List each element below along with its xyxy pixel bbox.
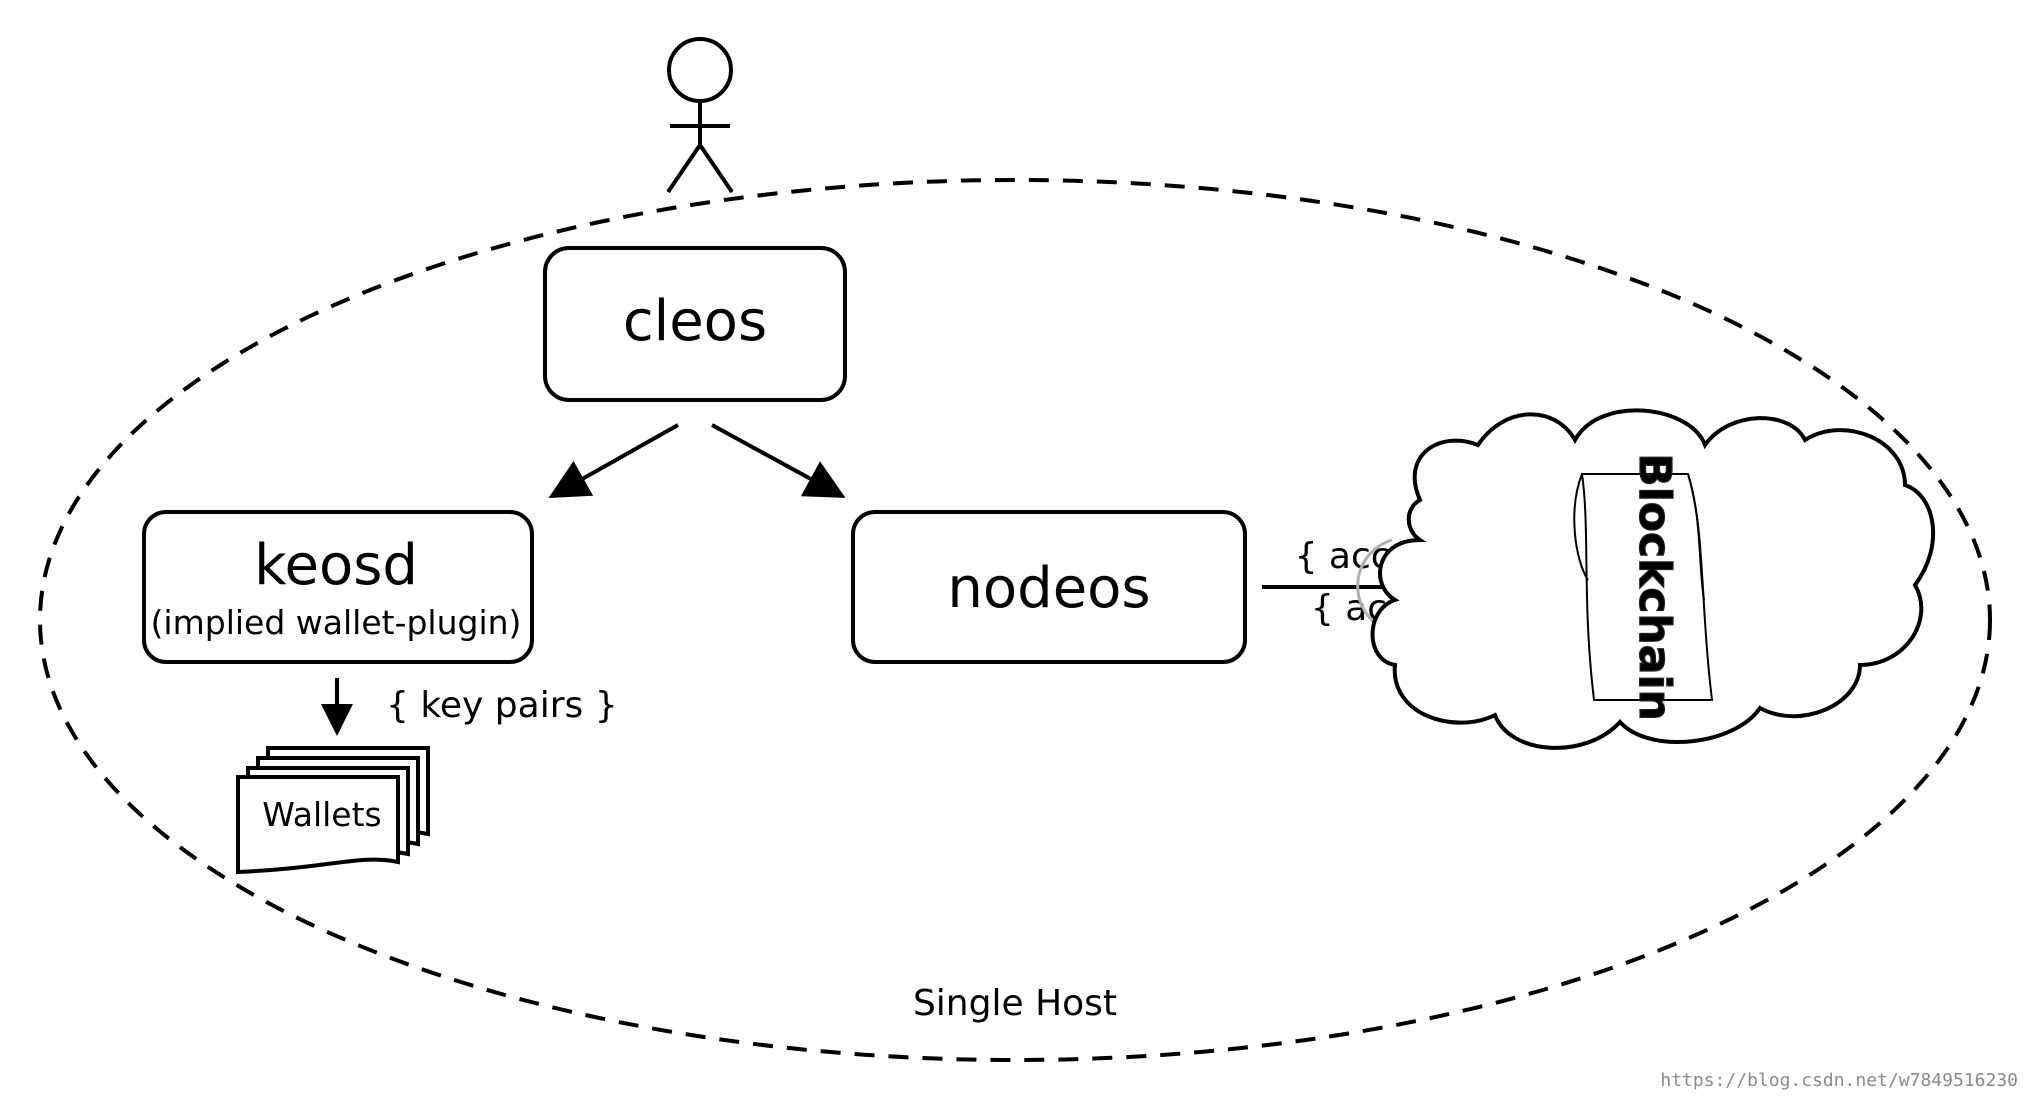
blockchain-label: Blockchain xyxy=(1629,453,1680,721)
single-host-label: Single Host xyxy=(913,983,1117,1024)
nodeos-label: nodeos xyxy=(947,556,1150,621)
cleos-box[interactable]: cleos xyxy=(543,246,847,402)
keosd-sublabel: (implied wallet-plugin) xyxy=(151,603,522,642)
cleos-to-keosd-arrow xyxy=(548,423,679,498)
cleos-to-nodeos-arrow xyxy=(711,423,846,498)
wallets-icon xyxy=(236,746,430,875)
nodeos-box[interactable]: nodeos xyxy=(851,510,1247,664)
single-host-boundary xyxy=(38,178,1992,1062)
watermark-text: https://blog.csdn.net/w7849516230 xyxy=(1660,1070,2018,1091)
blockchain-ledger-icon xyxy=(1573,473,1714,701)
keosd-box[interactable]: keosd (implied wallet-plugin) xyxy=(142,510,534,664)
keosd-label: keosd xyxy=(254,533,418,598)
wallets-label: Wallets xyxy=(262,795,382,834)
key-pairs-label: { key pairs } xyxy=(386,685,618,726)
cleos-label: cleos xyxy=(623,289,767,354)
user-actor-icon xyxy=(666,37,734,194)
